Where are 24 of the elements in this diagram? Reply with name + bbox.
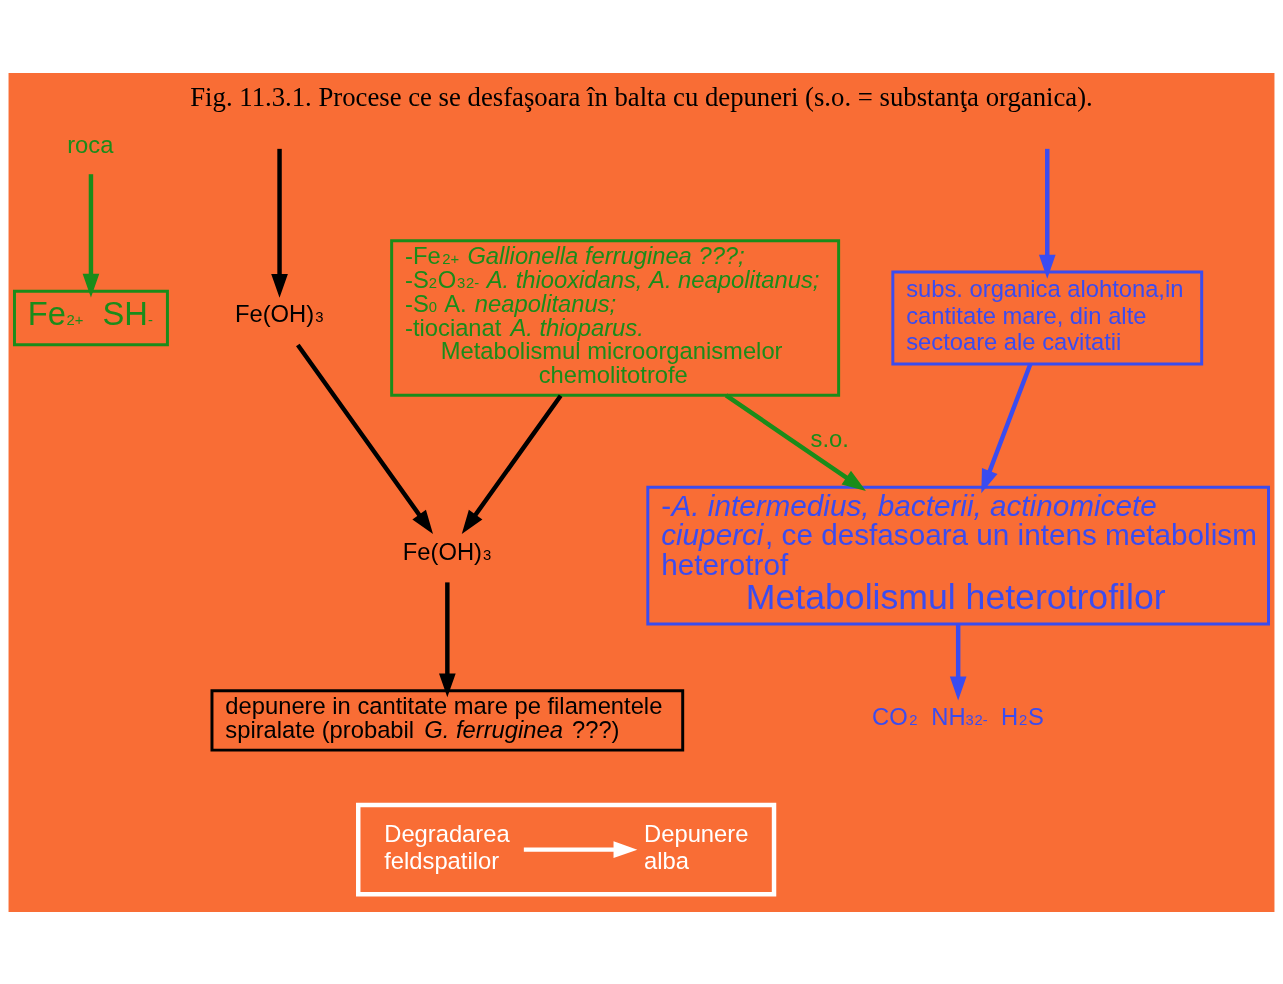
edge-label: s.o. <box>810 424 849 452</box>
arrow <box>82 173 100 298</box>
node-text: Fe(OH)3 <box>402 537 492 565</box>
node-box: -A. intermedius, bacterii, actinomicete ciuperci, ce desfasoara un intens metabolism heterotrof Metabolismul heterotrofilor <box>646 485 1270 625</box>
node-box: depunere in cantitate mare pe filamentele spiralate (probabil G. ferruginea ???) <box>210 688 685 752</box>
cluster <box>356 802 777 896</box>
node-box: subs. organica alohtona,in cantitate mare, din alte sectoare ale cavitatii <box>891 270 1204 366</box>
node-text: roca <box>67 130 114 158</box>
node-text: Degradarea feldspatilor <box>384 819 510 874</box>
node-box: Fe2+ SH- <box>13 289 169 346</box>
node-text: Depunere alba <box>644 819 749 874</box>
arrow <box>271 148 288 298</box>
arrow <box>1038 148 1056 279</box>
arrow <box>981 362 1033 493</box>
arrow <box>461 393 563 534</box>
node-text: Fe(OH)3 <box>234 299 324 327</box>
diagram-title: Fig. 11.3.1. Procese ce se desfaşoara în balta cu depuneri (s.o. = substanţa organica). <box>190 81 1093 112</box>
arrow <box>949 623 967 700</box>
node-box: -Fe2+ Gallionella ferruginea ???; -S2O32- A. thiooxidans, A. neapolitanus; -S0 A. neapolitanus; -tiocianat A. thioparus. Metabolismul microorganismelor chemolitotrofe <box>390 238 841 397</box>
node-text: CO2 NH32- H2S <box>872 702 1044 730</box>
arrow <box>523 840 638 858</box>
arrow <box>439 581 456 697</box>
arrow <box>296 343 433 534</box>
arrow <box>724 393 866 491</box>
